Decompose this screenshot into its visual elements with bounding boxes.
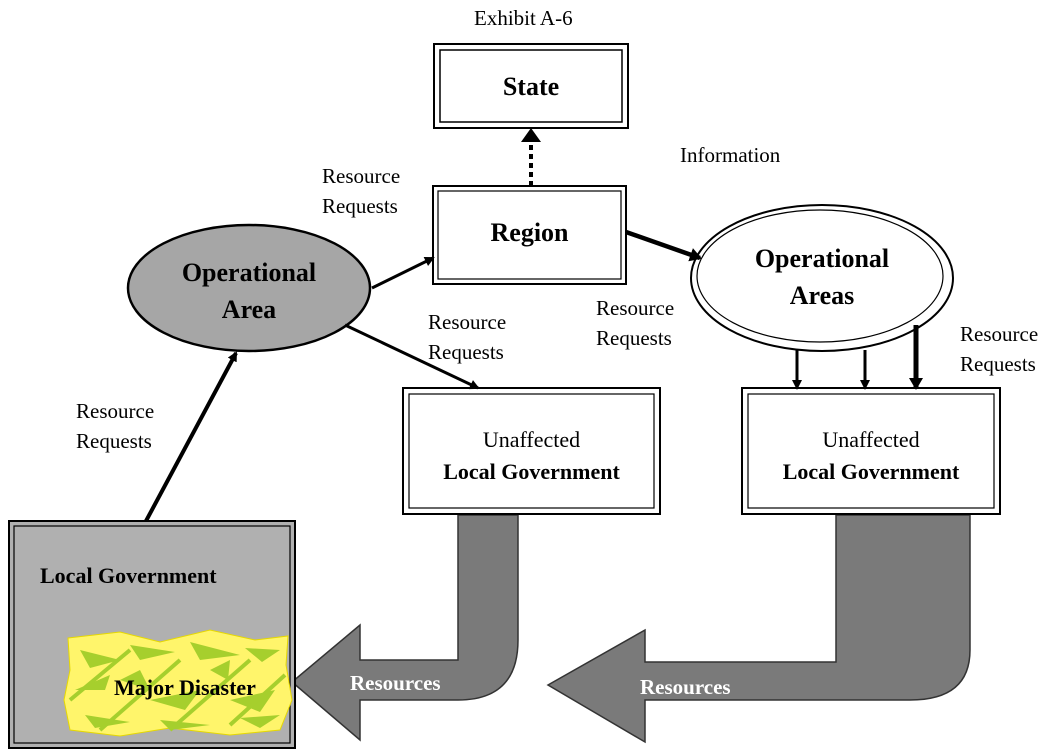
operational-areas-ellipse-inner xyxy=(696,209,944,343)
local-gov-to-op-area-arrow xyxy=(144,351,238,522)
operational-areas-label-2: Areas xyxy=(789,281,855,310)
unaffected-right-label-1: Unaffected xyxy=(822,427,920,452)
resources-flow-arrow-left xyxy=(290,514,519,742)
unaffected-right-box-outer xyxy=(741,387,1001,515)
resource-requests-label-b-2: Requests xyxy=(428,340,504,364)
operational-areas-ellipse-outer xyxy=(690,204,954,352)
unaffected-left-label-2: Local Government xyxy=(443,459,620,484)
region-box-inner xyxy=(437,190,622,280)
op-area-to-region-arrow xyxy=(371,256,435,290)
resource-requests-label-d-2: Requests xyxy=(960,352,1036,376)
local-government-label: Local Government xyxy=(40,563,217,588)
op-area-to-unaffected-arrow xyxy=(344,323,480,390)
resources-label-right: Resources xyxy=(640,675,731,699)
information-label: Information xyxy=(680,143,781,167)
state-label: State xyxy=(502,72,560,101)
operational-area-label-1: Operational xyxy=(181,258,317,287)
unaffected-right-box-inner xyxy=(747,393,995,509)
major-disaster-label: Major Disaster xyxy=(114,675,256,700)
operational-area-label-2: Area xyxy=(221,295,277,324)
state-box-outer xyxy=(433,43,629,129)
operational-areas-label-1: Operational xyxy=(754,244,890,273)
resource-requests-label-d-1: Resource xyxy=(960,322,1039,346)
region-box-outer xyxy=(432,185,627,285)
unaffected-left-label-1: Unaffected xyxy=(482,427,581,452)
resource-requests-label-a-1: Resource xyxy=(322,164,401,188)
state-box-inner xyxy=(439,49,623,123)
resources-flow-arrow-right xyxy=(546,514,971,744)
resource-requests-label-e-2: Requests xyxy=(76,429,152,453)
resource-requests-label-e-1: Resource xyxy=(76,399,155,423)
resource-requests-label-b-1: Resource xyxy=(428,310,507,334)
operational-area-ellipse xyxy=(126,223,372,353)
major-disaster-patch xyxy=(63,629,293,737)
region-label: Region xyxy=(490,218,569,247)
local-government-box-inner xyxy=(13,525,291,744)
unaffected-right-label-2: Local Government xyxy=(782,459,960,484)
region-to-op-areas-arrow xyxy=(625,229,702,262)
exhibit-title: Exhibit A-6 xyxy=(474,6,573,30)
unaffected-left-box-inner xyxy=(408,393,655,509)
resources-label-left: Resources xyxy=(350,671,441,695)
resource-requests-label-c-2: Requests xyxy=(596,326,672,350)
unaffected-left-box-outer xyxy=(402,387,661,515)
resource-requests-label-c-1: Resource xyxy=(596,296,675,320)
resource-requests-label-a-2: Requests xyxy=(322,194,398,218)
region-to-state-arrowhead xyxy=(521,128,541,142)
